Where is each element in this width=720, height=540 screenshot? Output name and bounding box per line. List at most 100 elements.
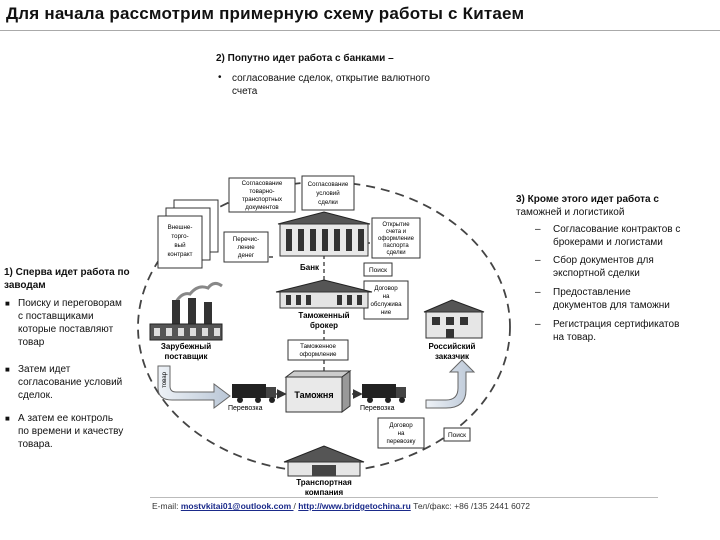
doc-service-line2: на <box>383 293 390 300</box>
left-heading-line2: заводам <box>4 280 46 291</box>
bullet-square-icon: ■ <box>5 414 10 423</box>
bank-building-icon <box>277 211 371 257</box>
left-item2-line2: согласование условий <box>18 377 123 388</box>
doc-transfer-line2: ление <box>237 244 255 251</box>
doc-contract-line1: Внешне- <box>168 224 193 231</box>
goods-label: товар <box>162 371 168 387</box>
doc-deal-terms-line2: условий <box>316 190 340 197</box>
customer-building-icon <box>423 299 485 339</box>
footer-site-link[interactable]: http://www.bridgetochina.ru <box>298 501 411 511</box>
right-heading-line1: 3) Кроме этого идет работа с <box>516 194 659 205</box>
supplier-label-line2: поставщик <box>164 352 208 361</box>
doc-agreement-line3: транспортных <box>242 196 283 203</box>
factory-icon <box>149 281 223 341</box>
doc-search-2: Поиск <box>443 427 471 442</box>
dash-icon: – <box>535 287 541 298</box>
dash-icon: – <box>535 224 541 235</box>
right-item3-line1: Предоставление <box>553 287 631 298</box>
doc-agreement-line1: Согласование <box>242 180 283 187</box>
doc-clearance-line2: оформление <box>299 351 337 358</box>
doc-contract-line2: торго- <box>171 233 188 240</box>
doc-agreement-line2: товарно- <box>249 188 274 195</box>
doc-deal-terms-line1: Согласование <box>308 181 349 188</box>
doc-account-line3: оформление <box>378 236 415 242</box>
footer-email-label: E-mail: <box>152 501 181 511</box>
customs-label: Таможня <box>294 390 333 400</box>
left-item3-line1: А затем ее контроль <box>18 413 114 424</box>
left-item2-line3: сделок. <box>18 390 53 401</box>
broker-label-line2: брокер <box>310 321 338 330</box>
footer-email-link[interactable]: mostvkitai01@outlook.com <box>180 501 294 511</box>
doc-search: Поиск <box>363 262 393 277</box>
goods-flow-arrow-right <box>425 359 476 409</box>
doc-transport-line1: Договор <box>389 422 413 429</box>
doc-customs-clearance: Таможенное оформление <box>287 339 349 361</box>
footer-contacts: E-mail: mostvkitai01@outlook.com / http:… <box>152 501 530 511</box>
footer-phone: Тел/факс: +86 /135 2441 6072 <box>410 501 530 511</box>
bullet-square-icon: ■ <box>5 365 10 374</box>
customer-label-line1: Российский <box>429 342 476 351</box>
right-item4-line1: Регистрация сертификатов <box>553 319 680 330</box>
doc-service-line4: ние <box>381 309 392 316</box>
doc-clearance-line1: Таможенное <box>300 343 336 350</box>
left-item1-line4: товар <box>18 337 45 348</box>
left-item1-line1: Поиску и переговорам <box>18 298 122 309</box>
left-item3-line3: товара. <box>18 439 53 450</box>
supplier-label-line1: Зарубежный <box>161 342 211 351</box>
doc-search2-label: Поиск <box>448 432 466 439</box>
doc-money-transfer: Перечис- ление денег <box>223 231 269 263</box>
left-item3-line2: по времени и качеству <box>18 426 124 437</box>
right-item1-line1: Согласование контрактов с <box>553 224 681 235</box>
doc-transport-line3: перевозку <box>387 438 417 445</box>
doc-deal-terms: Согласование условий сделки <box>301 175 355 211</box>
right-item4-line2: на товар. <box>553 332 596 343</box>
doc-service-line1: Договор <box>374 285 398 292</box>
doc-agreement-transport-docs: Согласование товарно- транспортных докум… <box>228 177 296 213</box>
left-item1-line2: с поставщиками <box>18 311 94 322</box>
title-divider <box>0 30 720 31</box>
doc-account-line1: Открытие <box>382 222 410 228</box>
doc-contract-line3: вый <box>174 242 186 249</box>
left-item1-line3: которые поставляют <box>18 324 114 335</box>
customs-broker-building-icon <box>275 279 373 309</box>
doc-contract-line4: контракт <box>168 251 193 258</box>
transport-company-building-icon <box>283 445 365 477</box>
dash-icon: – <box>535 319 541 330</box>
banks-bullet-icon: • <box>218 72 222 83</box>
right-item1-line2: брокерами и логистами <box>553 237 663 248</box>
right-item2-line2: экспортной сделки <box>553 268 640 279</box>
doc-service-contract: Договор на обслужива ние <box>363 280 409 320</box>
banks-heading: 2) Попутно идет работа с банками – <box>216 53 394 64</box>
transport-left-label: Перевозка <box>228 405 263 412</box>
transport-company-label-line1: Транспортная <box>296 478 352 487</box>
doc-transfer-line1: Перечис- <box>233 236 259 243</box>
doc-search-label: Поиск <box>369 267 387 274</box>
doc-account-opening: Открытие счета и оформление паспорта сде… <box>371 217 421 259</box>
banks-bullet-line2: счета <box>232 86 258 97</box>
doc-account-line2: счета и <box>386 229 406 235</box>
page-title: Для начала рассмотрим примерную схему ра… <box>6 4 525 23</box>
doc-transport-contract: Договор на перевозку <box>377 417 425 449</box>
left-item2-line1: Затем идет <box>18 364 71 375</box>
transport-right-label: Перевозка <box>360 405 395 412</box>
right-heading-line2: таможней и логистикой <box>516 207 625 218</box>
transport-company-label-line2: компания <box>305 488 344 497</box>
doc-transfer-line3: денег <box>238 252 255 259</box>
bullet-square-icon: ■ <box>5 299 10 308</box>
doc-service-line3: обслужива <box>370 301 402 308</box>
truck-icon-left <box>232 384 276 403</box>
dash-icon: – <box>535 255 541 266</box>
footer-divider <box>150 497 658 498</box>
doc-transport-line2: на <box>398 430 405 437</box>
right-item2-line1: Сбор документов для <box>553 255 654 266</box>
doc-account-line5: сделки <box>386 250 405 256</box>
banks-bullet-line1: согласование сделок, открытие валютного <box>232 73 430 84</box>
doc-agreement-line4: документов <box>245 204 279 211</box>
right-item3-line2: документов для таможни <box>553 300 670 311</box>
customer-label-line2: заказчик <box>435 352 470 361</box>
bank-label: Банк <box>300 263 320 272</box>
footer-separator: / <box>293 501 299 511</box>
doc-account-line4: паспорта <box>383 243 409 249</box>
broker-label-line1: Таможенный <box>298 311 349 320</box>
